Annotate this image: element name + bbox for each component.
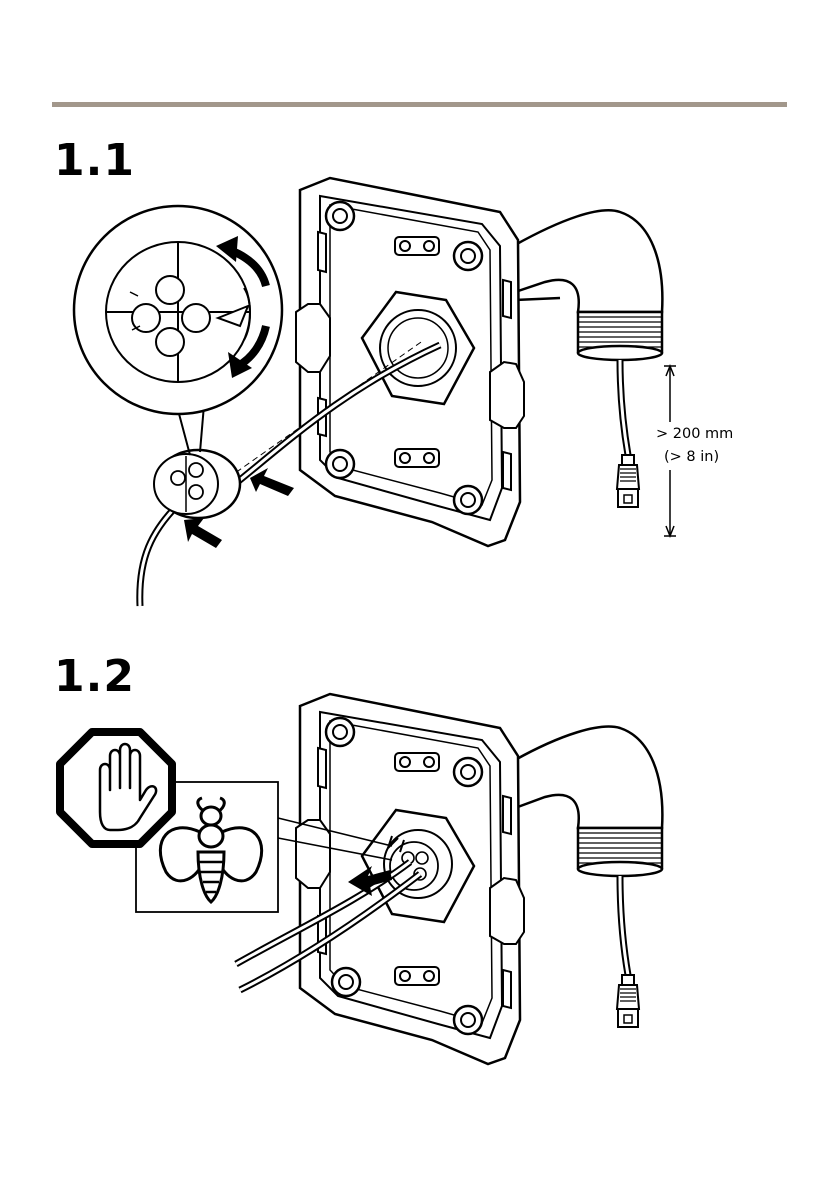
elbow-pipe: [515, 210, 662, 507]
dimension-label-imperial: (> 8 in): [664, 448, 719, 468]
step-1-2-illustration: [60, 694, 662, 1064]
elbow-pipe: [515, 727, 662, 1027]
push-arrow-icon: [250, 468, 294, 496]
dimension-label-metric: > 200 mm: [656, 425, 733, 445]
cable-grommet: [154, 450, 240, 518]
grommet-detail-circle: [74, 206, 282, 414]
push-arrow-icon: [184, 518, 222, 548]
stop-hand-icon: [60, 732, 172, 844]
step-1-1-illustration: [74, 178, 676, 606]
